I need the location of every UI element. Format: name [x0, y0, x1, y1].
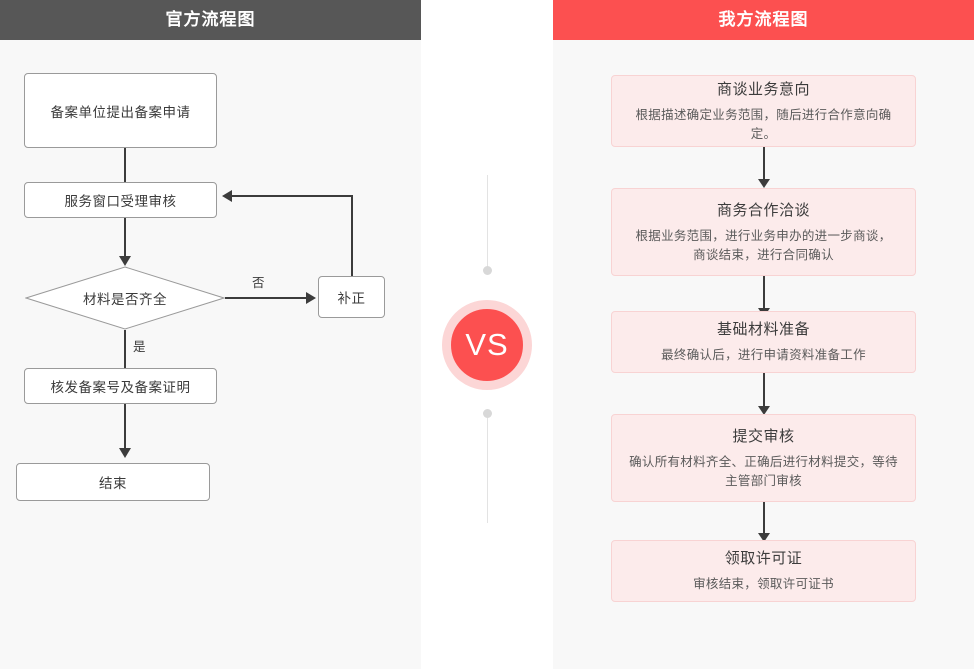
step-connector-4-arrow	[758, 533, 770, 542]
official-flow-title: 官方流程图	[0, 0, 421, 40]
vs-dot-bottom	[483, 409, 492, 418]
vs-line-bottom	[487, 418, 488, 523]
step-connector-3-line	[763, 373, 765, 410]
connector-2-line	[124, 218, 126, 260]
edge-label-yes: 是	[133, 340, 146, 354]
step-connector-4-line	[763, 502, 765, 537]
step-card-1-title: 商谈业务意向	[716, 80, 810, 98]
step-connector-2-line	[763, 276, 765, 312]
vs-dot-top	[483, 266, 492, 275]
feedback-horizontal-line	[232, 195, 353, 197]
our-flow-title: 我方流程图	[553, 0, 974, 40]
step-card-3-title: 基础材料准备	[716, 321, 810, 339]
feedback-arrow	[222, 190, 232, 202]
step-connector-1-arrow	[758, 179, 770, 188]
step-card-3-desc: 最终确认后，进行申请资料准备工作	[661, 348, 866, 363]
step-card-3[interactable]: 基础材料准备 最终确认后，进行申请资料准备工作	[611, 311, 916, 373]
our-flow-panel: 我方流程图 商谈业务意向 根据描述确定业务范围，随后进行合作意向确定。 商务合作…	[553, 0, 974, 669]
step-card-2-title: 商务合作洽谈	[716, 201, 810, 219]
branch-yes-line	[124, 330, 126, 374]
vs-divider-column: VS	[421, 0, 553, 669]
decision-label: 材料是否齐全	[83, 292, 167, 307]
connector-4-arrow	[119, 448, 131, 458]
our-flowchart: 商谈业务意向 根据描述确定业务范围，随后进行合作意向确定。 商务合作洽谈 根据业…	[553, 40, 974, 669]
node-service-window-review[interactable]: 服务窗口受理审核	[24, 182, 217, 218]
branch-no-line	[225, 297, 308, 299]
step-card-4-title: 提交审核	[732, 427, 795, 445]
step-connector-3-arrow	[758, 406, 770, 415]
diamond-shape	[25, 266, 225, 330]
connector-1-line	[124, 148, 126, 186]
connector-2-arrow	[119, 256, 131, 266]
step-card-4[interactable]: 提交审核 确认所有材料齐全、正确后进行材料提交，等待主管部门审核	[611, 414, 916, 502]
step-card-2-desc: 根据业务范围，进行业务申办的进一步商谈，商谈结束，进行合同确认	[635, 228, 892, 262]
edge-label-no: 否	[252, 276, 265, 290]
step-card-1-desc: 根据描述确定业务范围，随后进行合作意向确定。	[635, 107, 892, 141]
decision-materials-complete[interactable]: 材料是否齐全	[25, 266, 225, 330]
vs-label: VS	[465, 327, 509, 362]
step-card-5-desc: 审核结束，领取许可证书	[693, 577, 834, 592]
vs-line-top	[487, 175, 488, 270]
node-filing-application[interactable]: 备案单位提出备案申请	[24, 73, 217, 148]
node-end[interactable]: 结束	[16, 463, 210, 501]
step-card-1[interactable]: 商谈业务意向 根据描述确定业务范围，随后进行合作意向确定。	[611, 75, 916, 147]
official-flowchart: 备案单位提出备案申请 服务窗口受理审核 材料是否齐全 否 补正 是	[0, 40, 421, 669]
step-connector-1-line	[763, 147, 765, 183]
step-card-4-desc: 确认所有材料齐全、正确后进行材料提交，等待主管部门审核	[629, 454, 898, 488]
step-card-2[interactable]: 商务合作洽谈 根据业务范围，进行业务申办的进一步商谈，商谈结束，进行合同确认	[611, 188, 916, 276]
step-card-5-title: 领取许可证	[724, 550, 803, 568]
vs-badge: VS	[442, 300, 532, 390]
node-issue-filing-number[interactable]: 核发备案号及备案证明	[24, 368, 217, 404]
feedback-vertical-line	[351, 195, 353, 276]
connector-4-line	[124, 404, 126, 452]
branch-no-arrow	[306, 292, 316, 304]
official-flow-panel: 官方流程图 备案单位提出备案申请 服务窗口受理审核 材料是否齐全 否 补正	[0, 0, 421, 669]
node-correction[interactable]: 补正	[318, 276, 385, 318]
step-card-5[interactable]: 领取许可证 审核结束，领取许可证书	[611, 540, 916, 602]
